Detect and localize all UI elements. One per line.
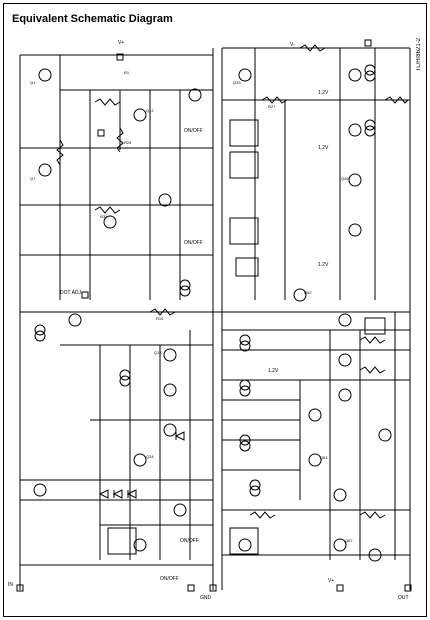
label-q-a: Q1 (30, 80, 36, 85)
label-q-d: Q18 (154, 350, 162, 355)
label-vplus-bottom: V+ (328, 578, 335, 584)
label-q-f: Q33 (233, 80, 241, 85)
label-r-d: R19 (156, 316, 164, 321)
label-dot-adj: DOT ADJ. (60, 290, 83, 296)
current-sources (34, 64, 376, 497)
resistors (56, 44, 409, 519)
schematic-frame (3, 3, 427, 617)
label-on-off-2: ON/OFF (184, 240, 203, 246)
label-on-off-3: ON/OFF (184, 128, 203, 134)
label-on-off-4: ON/OFF (180, 538, 199, 544)
label-vplus-top: V+ (118, 40, 125, 46)
label-q-e: Q24 (146, 454, 154, 459)
label-q-c: Q12 (146, 108, 154, 113)
diagram-title: Equivalent Schematic Diagram (12, 13, 173, 25)
label-q-g: Q45 (341, 176, 349, 181)
label-v12-c: 1.2V (318, 262, 329, 268)
label-r-top: R1 (124, 70, 130, 75)
label-q-i: Q61 (320, 455, 328, 460)
label-r-c: R27 (268, 104, 276, 109)
label-q-h: Q52 (304, 290, 312, 295)
transistor-arrays (107, 119, 386, 555)
diode-chain (98, 431, 185, 499)
label-r-b: R31 (100, 214, 108, 219)
label-gnd: GND (200, 595, 212, 601)
label-out-right: OUT (398, 595, 409, 601)
pin-terminals (16, 39, 412, 592)
label-v12-b: 1.2V (318, 145, 329, 151)
label-q-b: Q7 (30, 176, 36, 181)
label-v12-d: 1.2V (268, 368, 279, 374)
label-v12-a: 1.2V (318, 90, 329, 96)
label-on-off-1: ON/OFF (160, 576, 179, 582)
label-out-left: IN (8, 582, 13, 588)
label-r-a: R24 (124, 140, 132, 145)
label-vminus: V- (290, 42, 295, 48)
transistor-symbols (33, 68, 392, 562)
label-q-j: Q67 (345, 538, 353, 543)
